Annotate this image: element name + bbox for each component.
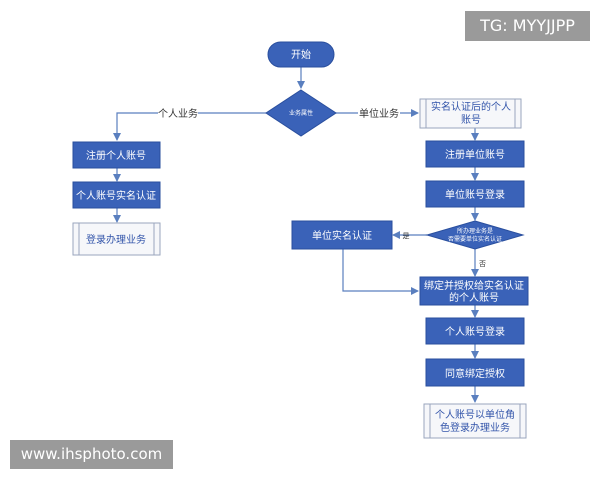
edge-unit-auth-to-bind <box>342 249 419 295</box>
register-unit-label: 注册单位账号 <box>445 148 505 161</box>
personal-login-node: 个人账号登录 <box>425 317 525 345</box>
register-unit-node: 注册单位账号 <box>425 140 525 168</box>
unit-login-node: 单位账号登录 <box>425 180 525 208</box>
final-business-line1: 个人账号以单位角 <box>435 408 515 421</box>
bind-authorize-line1: 绑定并授权给实名认证 <box>424 279 524 292</box>
final-business-node: 个人账号以单位角 色登录办理业务 <box>423 403 527 439</box>
connectors <box>113 67 479 403</box>
start-label: 开始 <box>291 48 311 61</box>
agree-bind-label: 同意绑定授权 <box>445 367 505 380</box>
agree-bind-node: 同意绑定授权 <box>425 358 525 387</box>
site-watermark: www.ihsphoto.com <box>10 440 173 469</box>
register-personal-label: 注册个人账号 <box>86 149 146 162</box>
edge-decision-to-personal <box>113 112 266 141</box>
login-personal-business-label: 登录办理业务 <box>86 233 146 246</box>
real-name-personal-line1: 实名认证后的个人 <box>431 100 511 113</box>
real-name-personal-line2: 账号 <box>461 114 481 126</box>
final-business-line2: 色登录办理业务 <box>440 421 510 434</box>
unit-real-name-node: 单位实名认证 <box>291 220 393 250</box>
need-unit-auth-line2: 否需要单位实名认证 <box>448 235 502 243</box>
business-type-label: 业务属性 <box>289 109 313 117</box>
edge-label-unit: 单位业务 <box>359 107 399 120</box>
edge-label-personal: 个人业务 <box>158 107 198 120</box>
login-personal-business-node: 登录办理业务 <box>72 222 161 256</box>
unit-login-label: 单位账号登录 <box>445 188 505 201</box>
bind-authorize-line2: 的个人账号 <box>449 291 499 304</box>
edge-label-yes: 是 <box>403 232 410 240</box>
register-personal-node: 注册个人账号 <box>72 141 161 169</box>
need-unit-auth-decision: 所办理业务是 否需要单位实名认证 <box>425 220 525 250</box>
edge-label-no: 否 <box>479 260 486 268</box>
personal-real-name-label: 个人账号实名认证 <box>76 189 156 202</box>
start-node: 开始 <box>267 41 335 68</box>
unit-real-name-label: 单位实名认证 <box>312 229 372 242</box>
need-unit-auth-line1: 所办理业务是 <box>457 227 493 235</box>
telegram-watermark: TG: MYYJJPP <box>465 11 590 41</box>
personal-real-name-node: 个人账号实名认证 <box>72 181 161 209</box>
personal-login-label: 个人账号登录 <box>445 325 505 338</box>
real-name-personal-account-node: 实名认证后的个人 账号 <box>419 98 522 129</box>
bind-authorize-node: 绑定并授权给实名认证 的个人账号 <box>419 276 529 306</box>
business-type-decision: 业务属性 <box>265 89 337 137</box>
